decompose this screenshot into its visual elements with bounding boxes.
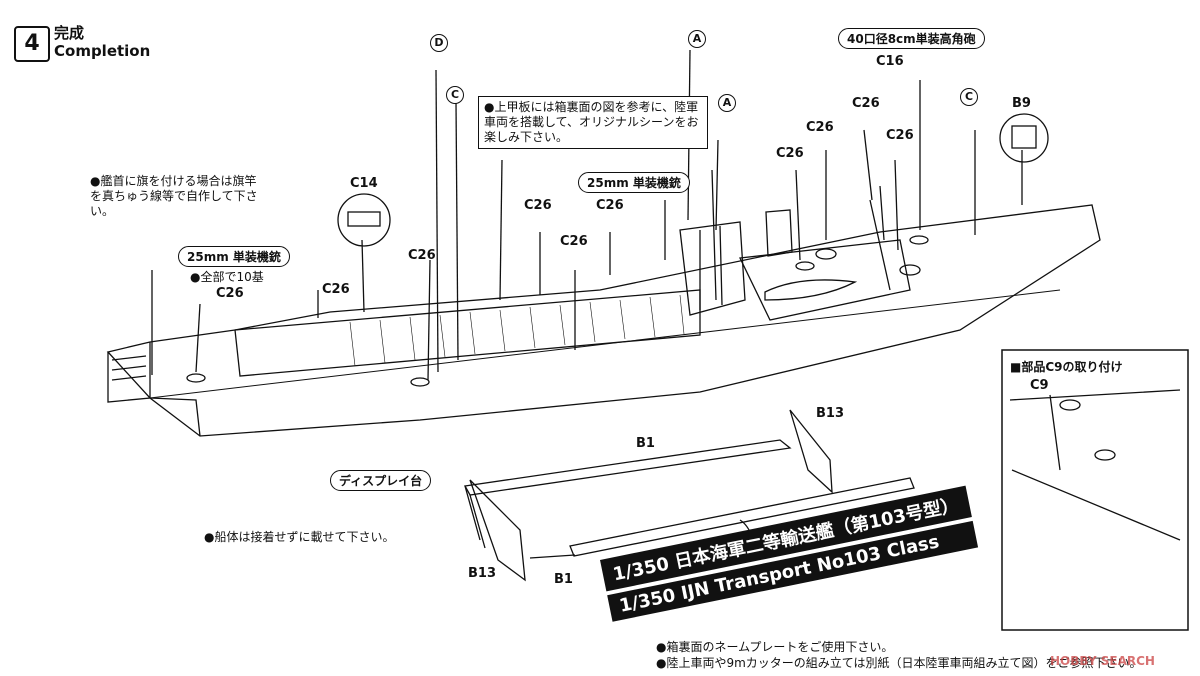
- part-c26: C26: [776, 146, 804, 161]
- part-b1-bottom: B1: [554, 572, 573, 587]
- bridge: [679, 221, 746, 316]
- step-title: 完成 Completion: [54, 24, 150, 60]
- part-c14: C14: [350, 176, 378, 191]
- ref-circle-d: D: [430, 34, 448, 52]
- part-b1-top: B1: [636, 436, 655, 451]
- hull-loose-note: ●船体は接着せずに載せて下さい。: [204, 530, 395, 544]
- step-number: 4: [14, 26, 50, 62]
- mast: [711, 169, 717, 301]
- step-title-ja: 完成: [54, 24, 85, 42]
- mg25-callout-mid: 25mm 単装機銃: [578, 172, 690, 193]
- part-c26: C26: [216, 286, 244, 301]
- part-c26: C26: [596, 198, 624, 213]
- stand-rail-b1: [463, 439, 792, 496]
- part-b13-bottom: B13: [468, 566, 496, 581]
- b9-detail-circle: [999, 113, 1049, 163]
- funnel: [765, 209, 793, 257]
- display-stand-callout: ディスプレイ台: [330, 470, 432, 491]
- flag-note: ●艦首に旗を付ける場合は旗竿を真ちゅう線等で自作して下さい。: [90, 174, 258, 218]
- aft-deckhouse: [739, 239, 911, 321]
- bottom-note-2: ●陸上車両や9mカッターの組み立ては別紙（日本陸軍車両組み立て図）をご参照下さい…: [656, 656, 1142, 670]
- stand-b13-left: [469, 479, 526, 582]
- well-deck: [234, 289, 701, 377]
- c9-inset-title: ■部品C9の取り付け: [1010, 360, 1123, 374]
- part-c9: C9: [1030, 378, 1049, 393]
- guns-total-note: ●全部で10基: [190, 270, 264, 284]
- bottom-note-1: ●箱裏面のネームプレートをご使用下さい。: [656, 640, 894, 654]
- part-c26: C26: [524, 198, 552, 213]
- part-c26: C26: [886, 128, 914, 143]
- part-b13-top: B13: [816, 406, 844, 421]
- ref-circle-a: A: [718, 94, 736, 112]
- part-b9: B9: [1012, 96, 1031, 111]
- part-c26: C26: [408, 248, 436, 263]
- nameplate-frame: [569, 477, 915, 557]
- hull-outline: [106, 204, 1101, 437]
- deck-note: ●上甲板には箱裏面の図を参考に、陸軍車両を搭載して、オリジナルシーンをお楽しみ下…: [478, 96, 708, 149]
- part-c26: C26: [560, 234, 588, 249]
- aa-gun-callout: 40口径8cm単装高角砲: [838, 28, 985, 49]
- cutter-boat: [764, 279, 858, 301]
- part-c16: C16: [876, 54, 904, 69]
- ref-circle-c: C: [960, 88, 978, 106]
- ref-circle-a: A: [688, 30, 706, 48]
- step-title-en: Completion: [54, 42, 151, 60]
- mg25-callout-left: 25mm 単装機銃: [178, 246, 290, 267]
- part-c26: C26: [322, 282, 350, 297]
- part-c26: C26: [806, 120, 834, 135]
- part-c26: C26: [852, 96, 880, 111]
- c9-inset-box: [1001, 349, 1189, 631]
- bow-ramp: [107, 342, 151, 403]
- c14-detail-circle: [337, 193, 391, 247]
- stand-b13-right: [789, 409, 833, 494]
- ref-circle-c: C: [446, 86, 464, 104]
- watermark-logo: HOBBY SEARCH: [1050, 654, 1155, 668]
